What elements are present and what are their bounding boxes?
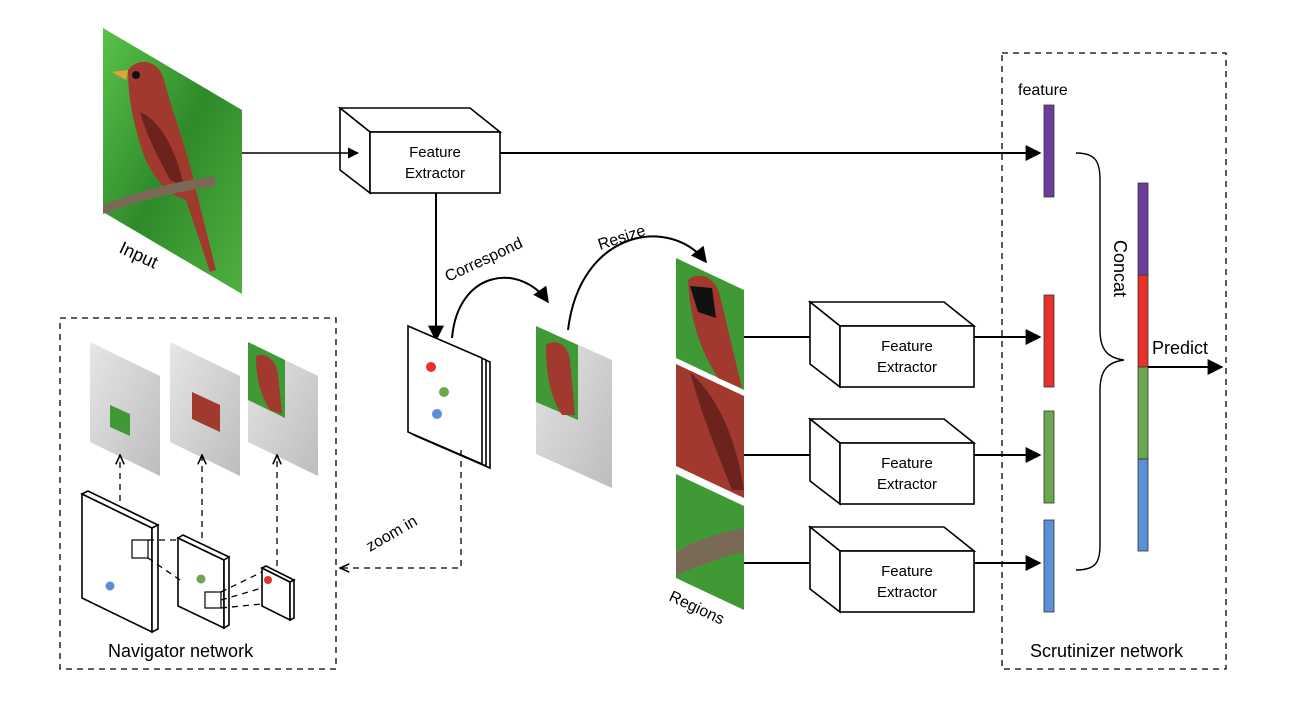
feature-extractor-label-line1: Feature <box>409 144 461 161</box>
feature-extractor-region-1: Feature Extractor <box>807 300 977 389</box>
feature-bar-red <box>1043 294 1055 388</box>
concat-segment-red <box>1137 274 1149 368</box>
feature-extractor-label-line1: Feature <box>881 563 933 580</box>
region-crop-2 <box>676 364 744 498</box>
navigator-layer-3 <box>260 565 296 622</box>
blue-anchor-dot <box>105 581 115 591</box>
feature-extractor-label-line2: Extractor <box>877 359 937 376</box>
concat-label: Concat <box>1110 240 1130 297</box>
region-crop-1 <box>676 258 744 390</box>
feature-extractor-label-line1: Feature <box>881 338 933 355</box>
navigator-network-label: Navigator network <box>108 641 254 661</box>
feature-extractor-label-line2: Extractor <box>877 476 937 493</box>
input-label: Input <box>116 237 161 272</box>
feature-label: feature <box>1018 82 1068 99</box>
concat-segment-blue <box>1137 458 1149 552</box>
region-crop-3 <box>676 474 744 610</box>
zoom-in-arrow <box>340 450 462 568</box>
navigator-layer-1 <box>80 490 160 634</box>
navigator-layer-2 <box>176 534 231 630</box>
navigator-thumbnail-3 <box>248 342 318 476</box>
feature-extractor-label-line1: Feature <box>881 455 933 472</box>
red-anchor-dot <box>264 576 272 584</box>
blue-anchor-dot <box>432 409 442 419</box>
scrutinizer-network-label: Scrutinizer network <box>1030 641 1184 661</box>
concat-brace <box>1075 152 1125 571</box>
correspond-arrow <box>451 276 549 339</box>
input-image: Input <box>103 28 242 294</box>
green-anchor-dot <box>439 387 449 397</box>
feature-bar-green <box>1043 410 1055 504</box>
bird-illustration <box>103 61 216 272</box>
feature-extractor-region-2: Feature Extractor <box>807 417 977 506</box>
navigator-network-box <box>59 317 337 670</box>
red-anchor-dot <box>426 362 436 372</box>
predict-label: Predict <box>1152 338 1208 358</box>
concat-segment-purple <box>1137 182 1149 276</box>
feature-extractor-region-3: Feature Extractor <box>807 525 977 614</box>
zoom-in-label: zoom in <box>364 513 421 556</box>
feature-bar-purple <box>1043 104 1055 198</box>
green-anchor-dot <box>196 574 206 584</box>
concat-segment-green <box>1137 366 1149 460</box>
feature-extractor-top: Feature Extractor <box>337 106 503 195</box>
resize-label: Resize <box>596 222 648 253</box>
feature-bar-blue <box>1043 519 1055 613</box>
feature-extractor-label-line2: Extractor <box>405 165 465 182</box>
feature-extractor-label-line2: Extractor <box>877 584 937 601</box>
resize-arrow <box>567 235 707 331</box>
navigator-thumbnail-1 <box>90 342 160 476</box>
navigator-thumbnail-2 <box>170 342 240 476</box>
feature-map-stack <box>407 324 491 470</box>
navigator-projection-lines <box>147 539 263 609</box>
correspond-image <box>536 326 612 488</box>
scrutinizer-network-box <box>1001 52 1227 670</box>
